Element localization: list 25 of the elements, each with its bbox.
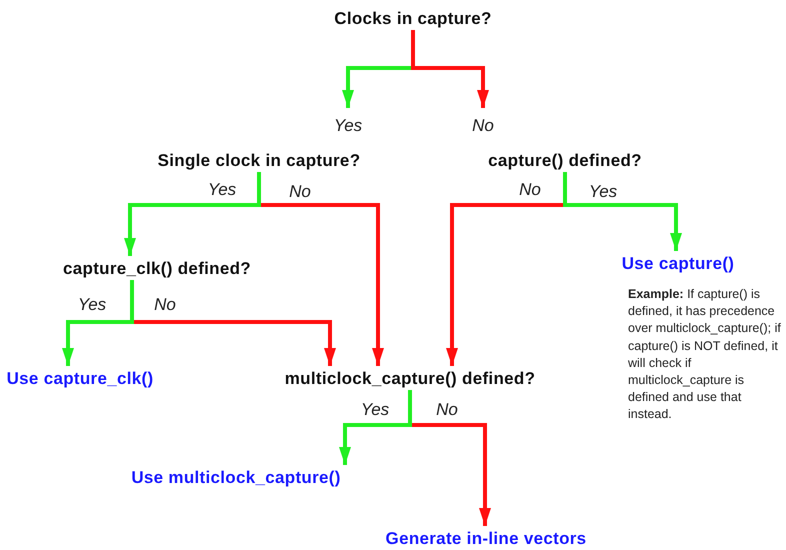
edge-label: No — [289, 182, 311, 202]
arrow — [563, 172, 682, 251]
edge-label: Yes — [208, 180, 236, 200]
arrow — [411, 30, 489, 108]
edge-label: Yes — [334, 116, 362, 136]
question-text: capture() defined? — [488, 150, 642, 172]
question-text: multiclock_capture() defined? — [284, 368, 536, 390]
arrow — [339, 390, 412, 465]
edge-label: Yes — [78, 295, 106, 315]
result-text: Use capture() — [622, 253, 734, 275]
question-text: capture_clk() defined? — [63, 258, 251, 280]
result-text: Use capture_clk() — [6, 368, 154, 390]
edge-label: No — [154, 295, 176, 315]
edge-label: No — [472, 116, 494, 136]
edge-label: Yes — [360, 400, 390, 420]
arrow — [62, 280, 134, 366]
result-text: Generate in-line vectors — [386, 528, 586, 550]
question-text: Single clock in capture? — [158, 150, 360, 172]
note-text: Example: If capture() is defined, it has precedence over multiclock_capture(); if capture() is NOT defined, it will check if multiclock_capture is defined and use that instead. — [628, 286, 782, 424]
edge-label: No — [436, 400, 458, 420]
edge-label: Yes — [588, 182, 618, 202]
question-text: Clocks in capture? — [334, 8, 492, 30]
arrow — [124, 172, 261, 256]
edge-label: No — [519, 180, 541, 200]
result-text: Use multiclock_capture() — [131, 467, 341, 489]
